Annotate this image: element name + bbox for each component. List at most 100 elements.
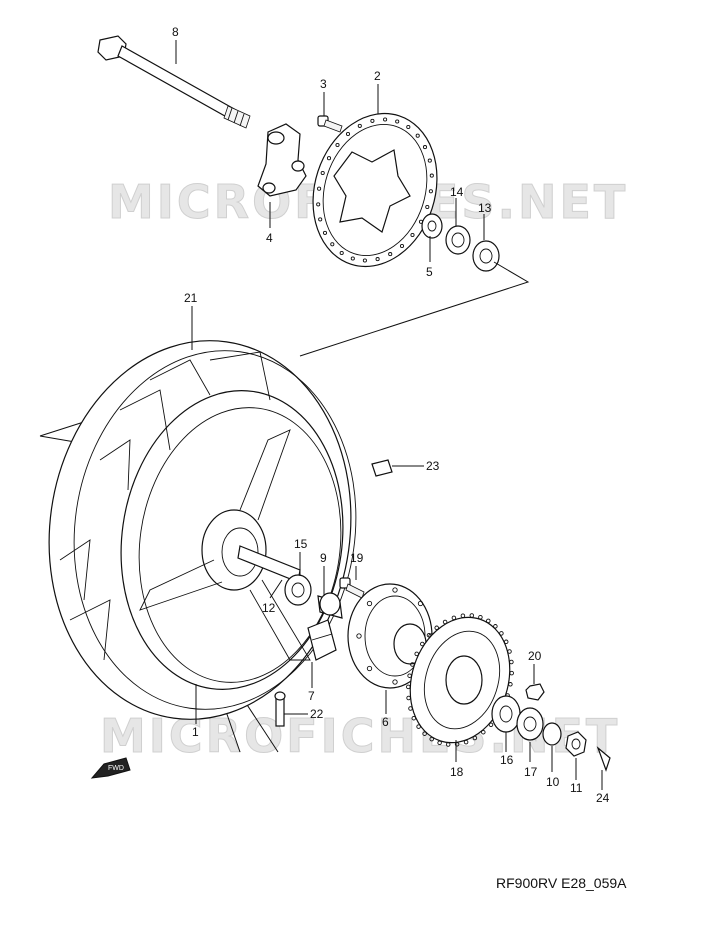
- sprocket-tooth: [429, 736, 434, 742]
- disc-hole: [370, 118, 375, 123]
- disc-hole: [427, 158, 432, 163]
- sprocket-tooth: [507, 649, 512, 654]
- disc-hole: [326, 156, 332, 161]
- hub-carrier-drawing: [347, 583, 434, 689]
- carrier-bolt: [366, 665, 373, 672]
- part-label-17: 17: [524, 765, 538, 779]
- part-label-24: 24: [596, 791, 610, 805]
- disc-hole: [399, 243, 405, 249]
- disc-hole: [425, 204, 430, 210]
- sprocket-tooth: [472, 735, 478, 741]
- sprocket-tooth: [478, 614, 483, 620]
- part-label-18: 18: [450, 765, 464, 779]
- part-labels: 8 2 3 4 14 13 5 21 23 15 9 19 12 7 6 1 2…: [172, 25, 610, 805]
- sprocket-tooth: [508, 682, 513, 687]
- disc-hole: [322, 230, 328, 235]
- sprocket-tooth: [499, 631, 504, 636]
- part-label-3: 3: [320, 77, 327, 91]
- caliper-bracket-drawing: [257, 123, 307, 197]
- sprocket-drawing: [406, 613, 514, 747]
- part-label-16: 16: [500, 753, 514, 767]
- sprocket-tooth: [493, 624, 498, 629]
- part-label-22: 22: [310, 707, 324, 721]
- part-label-14: 14: [450, 185, 464, 199]
- wheel-drawing: [48, 340, 357, 720]
- disc-hole: [383, 117, 388, 122]
- disc-hole: [339, 250, 344, 256]
- part-label-11: 11: [570, 781, 583, 795]
- hub-parts-drawing: [284, 574, 343, 619]
- sprocket-tooth: [469, 613, 475, 618]
- axle-drawing: [97, 35, 251, 129]
- part-label-15: 15: [294, 537, 308, 551]
- damper-drawing: [307, 619, 337, 661]
- disc-hole: [320, 170, 325, 176]
- sprocket-tooth: [420, 641, 425, 647]
- sprocket-tooth: [442, 619, 448, 625]
- sprocket-tooth: [411, 715, 417, 721]
- bearing-drawings: [421, 213, 500, 272]
- disc-hole: [317, 186, 322, 191]
- sprocket-tooth: [407, 673, 412, 678]
- sprocket-tooth: [410, 662, 415, 667]
- part-label-6: 6: [382, 715, 389, 729]
- part-label-2: 2: [374, 69, 381, 83]
- sprocket-tooth: [509, 670, 514, 676]
- carrier-bolt: [417, 600, 424, 607]
- part-label-4: 4: [266, 231, 273, 245]
- disc-hole: [395, 119, 400, 124]
- disc-hole: [345, 131, 351, 137]
- fwd-badge-label: FWD: [108, 765, 124, 772]
- sprocket-tooth: [463, 739, 469, 745]
- sprocket-tooth: [488, 722, 494, 728]
- carrier-bolt: [392, 587, 398, 593]
- disc-hole: [357, 123, 362, 128]
- part-label-21: 21: [184, 291, 198, 305]
- carrier-bolt: [366, 600, 373, 607]
- disc-hole: [375, 257, 380, 262]
- brake-disc-drawing: [312, 112, 438, 268]
- sprocket-tooth: [434, 625, 439, 631]
- valve-drawing: [274, 691, 286, 727]
- disc-hole: [415, 133, 420, 138]
- cotter-pin-drawing: [596, 746, 611, 772]
- sprocket-tooth: [454, 742, 460, 747]
- part-label-20: 20: [528, 649, 542, 663]
- sprocket-tooth: [486, 618, 491, 624]
- disc-hole: [429, 173, 434, 178]
- part-label-19: 19: [350, 551, 364, 565]
- disc-hole: [388, 252, 393, 257]
- sprocket-tooth: [406, 684, 411, 690]
- nut-20-drawing: [525, 683, 545, 701]
- sprocket-tooth: [460, 613, 466, 618]
- leader-lines: [175, 40, 603, 790]
- sprocket-tooth: [422, 731, 427, 736]
- sprocket-tooth: [503, 639, 509, 645]
- sprocket-tooth: [445, 742, 451, 747]
- part-label-5: 5: [426, 265, 433, 279]
- part-label-8: 8: [172, 25, 179, 39]
- sprocket-tooth: [437, 740, 442, 746]
- part-label-9: 9: [320, 551, 327, 565]
- carrier-bolt: [392, 679, 398, 685]
- disc-hole: [428, 189, 433, 194]
- bolt-19-drawing: [339, 577, 365, 599]
- disc-hole: [316, 202, 321, 207]
- sprocket-tooth: [416, 724, 421, 729]
- part-label-23: 23: [426, 459, 440, 473]
- sprocket-tooth: [408, 706, 413, 711]
- sprocket-tooth: [426, 632, 432, 638]
- part-label-1: 1: [192, 725, 199, 739]
- disc-hole: [318, 217, 323, 222]
- diagram-caption: RF900RV E28_059A: [496, 875, 627, 891]
- part-label-13: 13: [478, 201, 492, 215]
- part-label-7: 7: [308, 689, 315, 703]
- disc-hole: [422, 145, 428, 150]
- carrier-bolt: [356, 633, 362, 639]
- sprocket-tooth: [481, 729, 486, 735]
- sprocket-tooth: [414, 651, 419, 657]
- balance-weight-drawing: [371, 459, 393, 477]
- disc-hole: [335, 142, 340, 148]
- disc-hole: [362, 258, 367, 263]
